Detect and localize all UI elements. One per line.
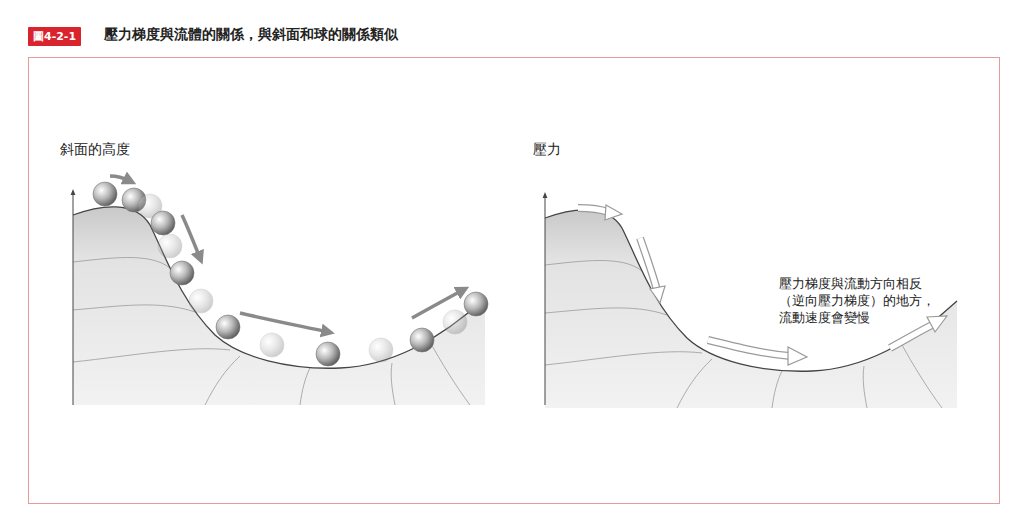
slope-panel bbox=[73, 176, 488, 405]
figure-badge: 圖4-2-1 bbox=[28, 27, 81, 46]
panel-label: 斜面的高度 bbox=[60, 141, 130, 159]
panel-label: 壓力 bbox=[533, 141, 561, 159]
frame bbox=[29, 58, 1000, 504]
figure-number: 圖4-2-1 bbox=[33, 30, 76, 43]
pressure-panel bbox=[545, 195, 957, 408]
figure-title: 壓力梯度與流體的關係，與斜面和球的關係類似 bbox=[104, 26, 398, 44]
annotation: 壓力梯度與流動方向相反（逆向壓力梯度）的地方，流動速度會變慢 bbox=[779, 276, 941, 327]
